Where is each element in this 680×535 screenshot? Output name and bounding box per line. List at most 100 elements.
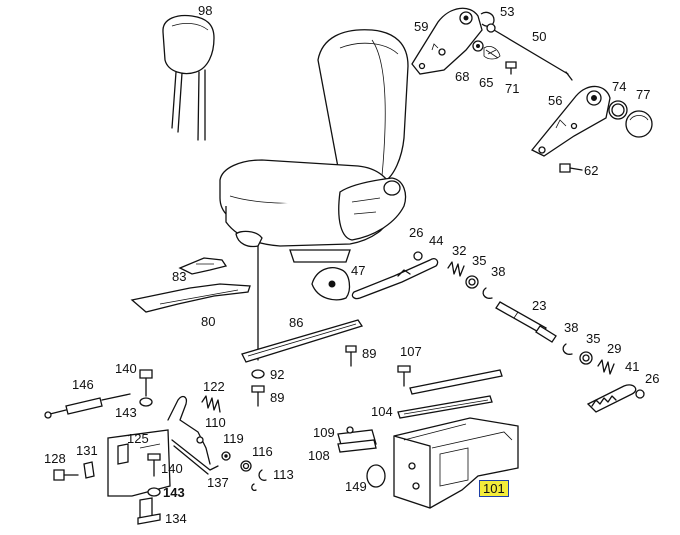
label-140-upper: 140 — [115, 361, 137, 376]
label-86: 86 — [289, 315, 304, 330]
label-143-lower: 143 — [163, 485, 185, 500]
label-26-lower: 26 — [645, 371, 660, 386]
bracket-part-134[interactable] — [137, 497, 161, 525]
bolt-part-89b[interactable] — [251, 385, 265, 407]
label-80: 80 — [201, 314, 216, 329]
label-35-lower: 35 — [586, 331, 601, 346]
label-23: 23 — [532, 298, 547, 313]
label-107: 107 — [400, 344, 422, 359]
part-108[interactable] — [337, 439, 377, 453]
ring-part-74[interactable] — [608, 100, 628, 120]
label-77: 77 — [636, 87, 651, 102]
label-113: 113 — [273, 467, 294, 482]
label-47: 47 — [351, 263, 366, 278]
spring-part-29[interactable] — [597, 359, 615, 375]
part-119[interactable] — [221, 451, 231, 461]
rail-part-86[interactable] — [241, 319, 364, 363]
pin-part-26a[interactable] — [413, 251, 423, 261]
part-68[interactable] — [472, 40, 484, 52]
label-143-upper: 143 — [115, 405, 137, 420]
bolt-part-128[interactable] — [53, 469, 79, 481]
label-104: 104 — [371, 404, 393, 419]
label-65: 65 — [479, 75, 494, 90]
washer-part-35b[interactable] — [579, 351, 593, 365]
label-134: 134 — [165, 511, 187, 526]
label-53: 53 — [500, 4, 515, 19]
housing-part-101[interactable] — [393, 417, 519, 509]
label-146: 146 — [72, 377, 94, 392]
label-149: 149 — [345, 479, 367, 494]
label-83: 83 — [172, 269, 187, 284]
screw-part-62[interactable] — [559, 163, 583, 173]
clip-part-38a[interactable] — [482, 287, 493, 299]
spring-part-122[interactable] — [201, 395, 221, 413]
bolt-part-89a[interactable] — [345, 345, 357, 367]
rod-part-50[interactable] — [486, 23, 573, 81]
label-131: 131 — [76, 443, 98, 458]
clip-part-131[interactable] — [83, 461, 95, 479]
label-38-lower: 38 — [564, 320, 579, 335]
label-128: 128 — [44, 451, 66, 466]
label-44: 44 — [429, 233, 444, 248]
label-119: 119 — [223, 431, 244, 446]
bracket-part-83[interactable] — [178, 257, 228, 275]
label-71: 71 — [505, 81, 520, 96]
pin-part-26b[interactable] — [635, 389, 645, 399]
label-62: 62 — [584, 163, 599, 178]
label-101-highlighted[interactable]: 101 — [479, 480, 509, 497]
label-26-upper: 26 — [409, 225, 424, 240]
label-122: 122 — [203, 379, 225, 394]
hinge-plate-59[interactable] — [411, 7, 483, 75]
label-41: 41 — [625, 359, 640, 374]
label-50: 50 — [532, 29, 547, 44]
label-29: 29 — [607, 341, 622, 356]
washer-part-35a[interactable] — [465, 275, 479, 289]
headrest-part-98[interactable] — [162, 14, 215, 141]
label-35-upper: 35 — [472, 253, 487, 268]
rail-part-104[interactable] — [397, 369, 503, 419]
bracket-part-80[interactable] — [130, 283, 251, 313]
label-68: 68 — [455, 69, 470, 84]
link-part-137[interactable] — [171, 439, 219, 475]
lever-part-41[interactable] — [586, 384, 637, 413]
clip-part-113-small[interactable] — [251, 483, 257, 492]
bolt-part-140b[interactable] — [147, 453, 161, 477]
label-140-lower: 140 — [161, 461, 183, 476]
part-71[interactable] — [505, 61, 517, 75]
label-74: 74 — [612, 79, 627, 94]
washer-part-92[interactable] — [251, 369, 265, 379]
label-32: 32 — [452, 243, 467, 258]
label-109: 109 — [313, 425, 335, 440]
part-65[interactable] — [483, 46, 501, 60]
label-56: 56 — [548, 93, 563, 108]
label-108: 108 — [308, 448, 330, 463]
label-116: 116 — [252, 444, 273, 459]
plate-part-56[interactable] — [530, 85, 611, 157]
gas-strut-part-146[interactable] — [44, 393, 131, 419]
clip-part-38b[interactable] — [562, 343, 573, 355]
label-125: 125 — [127, 431, 149, 446]
bolt-part-140a[interactable] — [139, 369, 153, 397]
label-92: 92 — [270, 367, 285, 382]
cap-part-77[interactable] — [625, 110, 653, 138]
part-53[interactable] — [480, 11, 495, 27]
lever-part-44[interactable] — [351, 258, 439, 300]
shaft-part-23[interactable] — [495, 301, 557, 343]
part-143a[interactable] — [139, 397, 153, 407]
seat-assembly[interactable] — [219, 29, 409, 361]
bolt-part-107[interactable] — [397, 365, 411, 387]
label-98: 98 — [198, 3, 213, 18]
clip-part-113[interactable] — [258, 469, 267, 481]
cap-part-149[interactable] — [366, 464, 386, 488]
label-38-upper: 38 — [491, 264, 506, 279]
washer-part-116[interactable] — [240, 460, 252, 472]
label-89-lower: 89 — [270, 390, 285, 405]
part-143b[interactable] — [147, 487, 161, 497]
knob-part-47[interactable] — [311, 267, 351, 301]
label-110: 110 — [205, 415, 226, 430]
spring-part-32[interactable] — [447, 261, 465, 277]
label-137: 137 — [207, 475, 229, 490]
link-part-110[interactable] — [167, 395, 211, 465]
label-59: 59 — [414, 19, 429, 34]
